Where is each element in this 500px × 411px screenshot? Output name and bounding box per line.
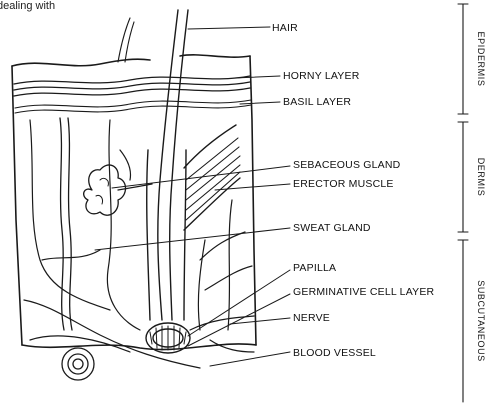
region-subcutaneous: SUBCUTANEOUS <box>476 280 486 362</box>
papilla-shape <box>146 323 190 353</box>
hair-shaft-shape <box>147 10 188 320</box>
label-papilla: PAPILLA <box>293 262 336 274</box>
basil-layer-shape <box>15 100 251 113</box>
region-epidermis: EPIDERMIS <box>476 32 486 87</box>
erector-muscle-shape <box>184 125 240 230</box>
sebaceous-gland-shape <box>84 165 152 215</box>
label-hair: HAIR <box>272 22 298 34</box>
label-nerve: NERVE <box>293 312 330 324</box>
region-brackets <box>458 4 468 402</box>
label-sweat-gland: SWEAT GLAND <box>293 222 371 234</box>
label-basil-layer: BASIL LAYER <box>283 96 351 108</box>
label-blood-vessel: BLOOD VESSEL <box>293 347 376 359</box>
region-dermis: DERMIS <box>476 158 486 197</box>
header-fragment: dealing with <box>0 0 55 12</box>
surface-hair-shape <box>118 18 134 62</box>
horny-layer-shape <box>14 76 250 96</box>
label-germinative-cell-layer: GERMINATIVE CELL LAYER <box>293 286 435 298</box>
skin-block-outline <box>12 55 256 350</box>
label-sebaceous-gland: SEBACEOUS GLAND <box>293 159 401 171</box>
label-horny-layer: HORNY LAYER <box>283 70 360 82</box>
sweat-gland-shape <box>60 118 94 380</box>
vessel-network-shape <box>24 120 254 368</box>
label-erector-muscle: ERECTOR MUSCLE <box>293 178 394 190</box>
